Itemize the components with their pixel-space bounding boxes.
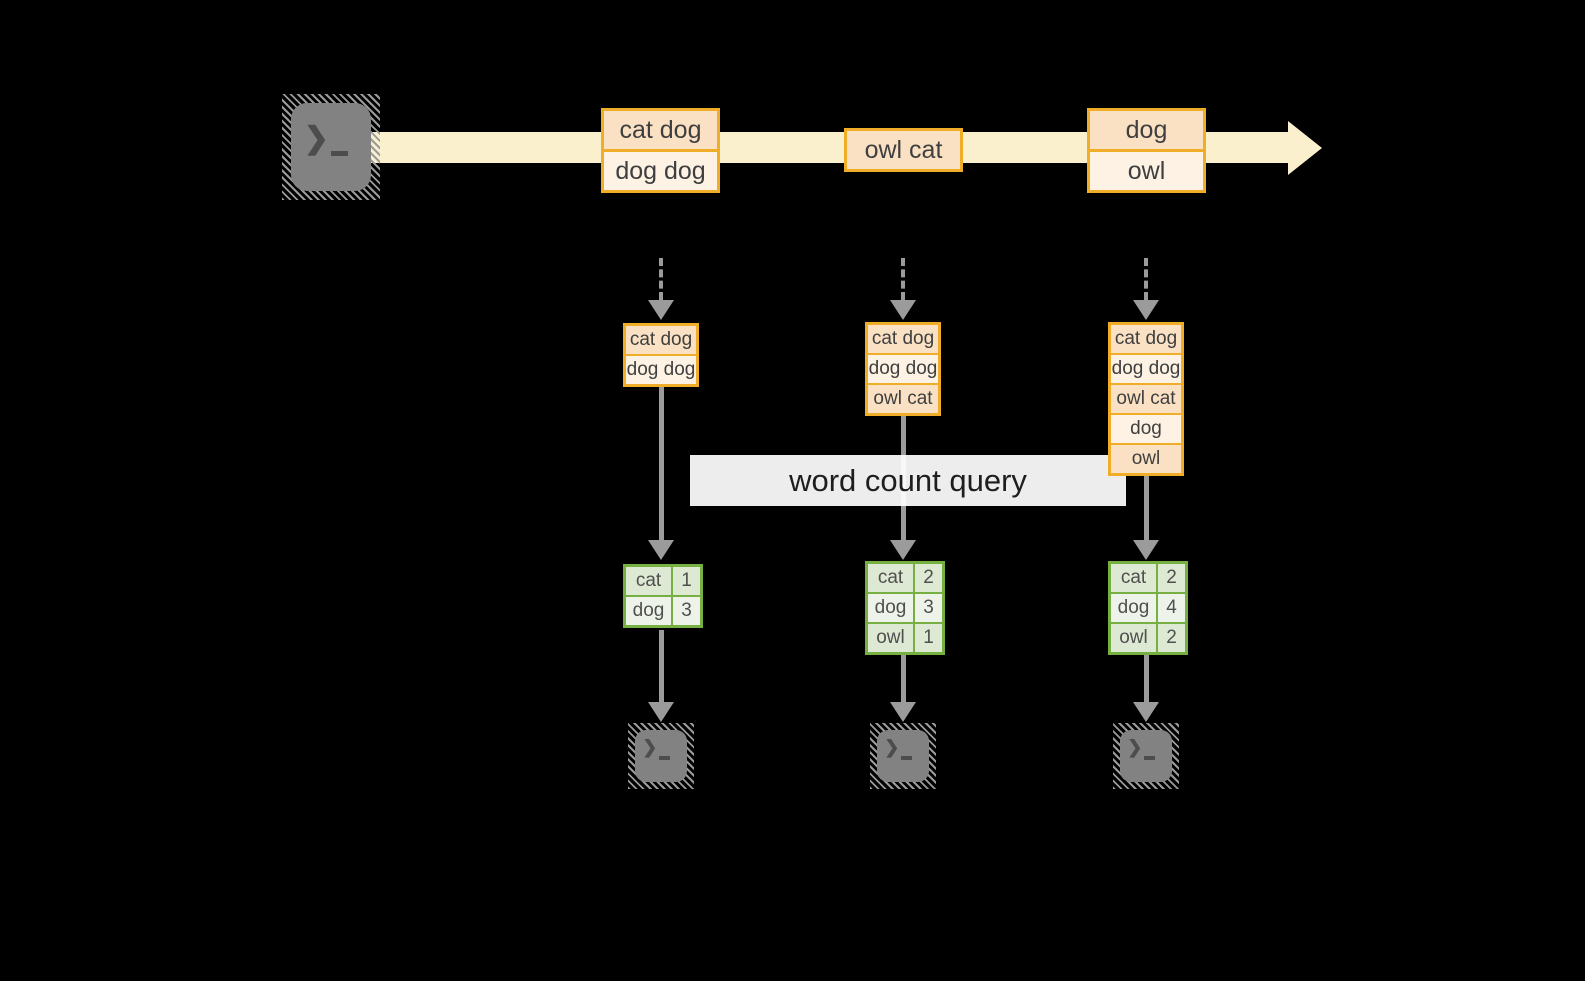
prompt-cursor-icon [331,151,348,157]
count-cell: 1 [923,627,934,648]
table-row: cat 2 [868,564,942,592]
terminal-sink-body: ❯ [635,730,687,782]
state-buffer-2: cat dog dog dog owl cat [865,322,941,416]
word-cell: dog [626,597,673,625]
count-cell: 2 [1166,567,1177,588]
word-cell: cat [626,567,673,595]
state-record: owl cat [868,383,938,413]
prompt-chevron-icon: ❯ [884,737,900,758]
word-count-table-2: cat 2 dog 3 owl 1 [865,561,945,655]
word-cell: owl [868,624,915,652]
stream-event-batch-2: owl cat [844,128,963,172]
count-cell: 3 [681,600,692,621]
terminal-sink-body: ❯ [877,730,929,782]
connector-arrow-head-icon [1133,540,1159,560]
state-record: dog dog [868,353,938,383]
table-row: dog 4 [1111,592,1185,622]
count-cell: 2 [923,567,934,588]
stream-event-batch-3: dog owl [1087,108,1206,193]
table-row: cat 2 [1111,564,1185,592]
terminal-sink-body: ❯ [1120,730,1172,782]
event-record: dog [1090,111,1203,149]
prompt-chevron-icon: ❯ [303,121,329,155]
count-cell: 3 [923,597,934,618]
dashed-arrow-line [659,258,663,300]
state-record: cat dog [626,326,696,354]
word-cell: dog [868,594,915,622]
count-cell: 1 [681,570,692,591]
dashed-arrow-head-icon [648,300,674,320]
state-record: owl cat [1111,383,1181,413]
stream-event-batch-1: cat dog dog dog [601,108,720,193]
word-cell: dog [1111,594,1158,622]
connector-arrow-head-icon [648,702,674,722]
count-cell: 2 [1166,627,1177,648]
dashed-arrow-head-icon [1133,300,1159,320]
event-record: cat dog [604,111,717,149]
table-row: dog 3 [868,592,942,622]
state-buffer-1: cat dog dog dog [623,323,699,387]
dashed-arrow-head-icon [890,300,916,320]
query-label-band: word count query [690,455,1126,506]
prompt-chevron-icon: ❯ [1127,737,1143,758]
terminal-sink-icon: ❯ [1113,723,1179,789]
dashed-arrow-line [901,258,905,300]
state-record: owl [1111,443,1181,473]
connector-arrow-head-icon [890,702,916,722]
table-row: owl 1 [868,622,942,652]
state-buffer-3: cat dog dog dog owl cat dog owl [1108,322,1184,476]
terminal-source-icon: ❯ [282,94,380,200]
event-record: owl cat [847,131,960,169]
count-cell: 4 [1166,597,1177,618]
state-record: cat dog [868,325,938,353]
word-cell: cat [868,564,915,592]
terminal-source-body: ❯ [291,103,371,191]
stream-arrow-head-icon [1288,121,1322,175]
table-row: dog 3 [626,595,700,625]
state-record: cat dog [1111,325,1181,353]
event-record: owl [1090,149,1203,190]
connector-arrow-head-icon [648,540,674,560]
word-count-table-1: cat 1 dog 3 [623,564,703,628]
table-row: cat 1 [626,567,700,595]
word-cell: cat [1111,564,1158,592]
state-record: dog [1111,413,1181,443]
terminal-sink-icon: ❯ [870,723,936,789]
connector-line [901,655,906,702]
dashed-arrow-line [1144,258,1148,300]
state-record: dog dog [626,354,696,384]
connector-line [1144,655,1149,702]
prompt-cursor-icon [659,756,671,760]
word-count-table-3: cat 2 dog 4 owl 2 [1108,561,1188,655]
terminal-sink-icon: ❯ [628,723,694,789]
state-record: dog dog [1111,353,1181,383]
event-record: dog dog [604,149,717,190]
connector-line [1144,476,1149,540]
word-cell: owl [1111,624,1158,652]
query-label: word count query [789,462,1027,498]
connector-line [659,630,664,702]
prompt-cursor-icon [901,756,913,760]
connector-arrow-head-icon [1133,702,1159,722]
prompt-cursor-icon [1144,756,1156,760]
connector-line [659,387,664,540]
prompt-chevron-icon: ❯ [642,737,658,758]
connector-arrow-head-icon [890,540,916,560]
table-row: owl 2 [1111,622,1185,652]
